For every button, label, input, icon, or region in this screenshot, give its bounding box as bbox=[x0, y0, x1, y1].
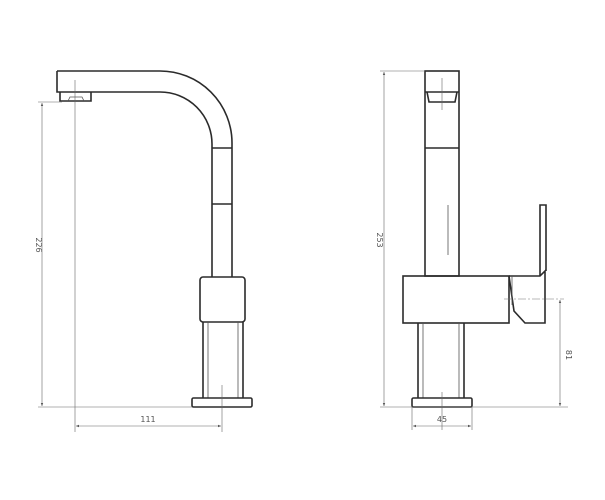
front-stem bbox=[202, 322, 244, 398]
front-view: 226 111 bbox=[34, 70, 253, 432]
dimension-label-253: 253 bbox=[375, 232, 384, 247]
side-view: 253 81 45 bbox=[375, 70, 573, 430]
front-nozzle bbox=[59, 92, 92, 102]
front-body bbox=[199, 276, 246, 323]
dimension-label-111: 111 bbox=[140, 415, 155, 424]
side-stem bbox=[417, 323, 465, 398]
dimension-label-45: 45 bbox=[437, 415, 447, 424]
dimension-label-226: 226 bbox=[34, 237, 43, 252]
side-body bbox=[402, 275, 510, 324]
side-lever-housing bbox=[508, 269, 546, 324]
dimension-label-81: 81 bbox=[564, 350, 573, 360]
front-spout bbox=[56, 70, 233, 277]
side-lever-handle bbox=[539, 204, 547, 276]
